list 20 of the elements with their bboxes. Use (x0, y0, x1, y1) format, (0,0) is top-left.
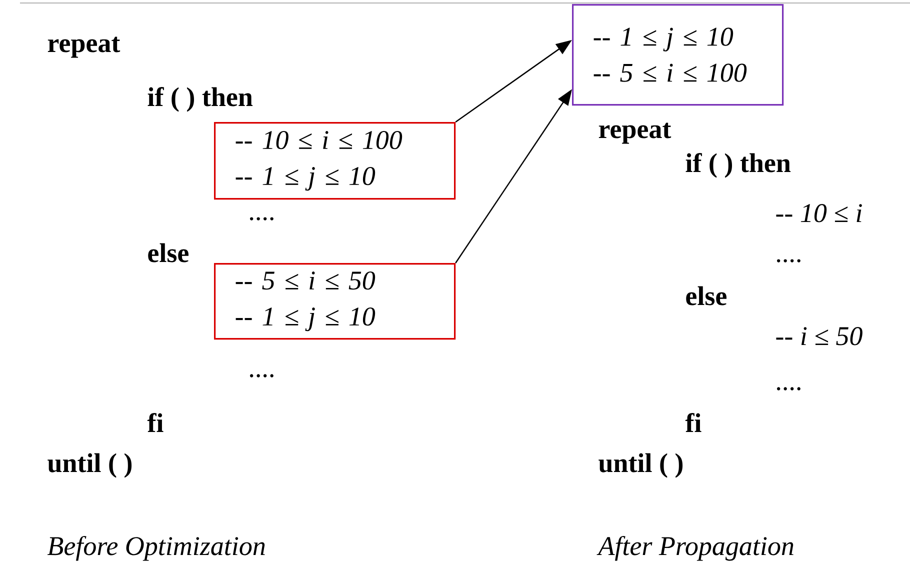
ellipsis: .... (777, 387, 800, 390)
keyword: fi (147, 412, 164, 432)
keyword: if ( ) then (686, 153, 791, 178)
constraint-box: -- 1 ≤ j ≤ 10 -- 5 ≤ i ≤ 100 (572, 4, 784, 106)
keyword: else (148, 243, 188, 262)
ellipsis: .... (250, 374, 274, 378)
constraint-box: -- 10 ≤ i ≤ 100 -- 1 ≤ j ≤ 10 (214, 122, 456, 200)
constraint: -- i ≤ 50 (776, 327, 862, 346)
keyword: else (686, 286, 726, 306)
keyword: repeat (48, 36, 120, 58)
constraint: -- 10 ≤ i (776, 204, 862, 222)
caption: Before Optimization (47, 536, 265, 561)
ellipsis: .... (250, 217, 274, 220)
keyword: until ( ) (598, 453, 683, 478)
keyword: if ( ) then (148, 87, 253, 112)
keyword: until ( ) (48, 453, 132, 478)
ellipsis: .... (777, 259, 800, 262)
keyword: fi (685, 412, 702, 432)
caption: After Propagation (596, 536, 794, 561)
constraint-box: -- 5 ≤ i ≤ 50 -- 1 ≤ j ≤ 10 (214, 263, 456, 340)
